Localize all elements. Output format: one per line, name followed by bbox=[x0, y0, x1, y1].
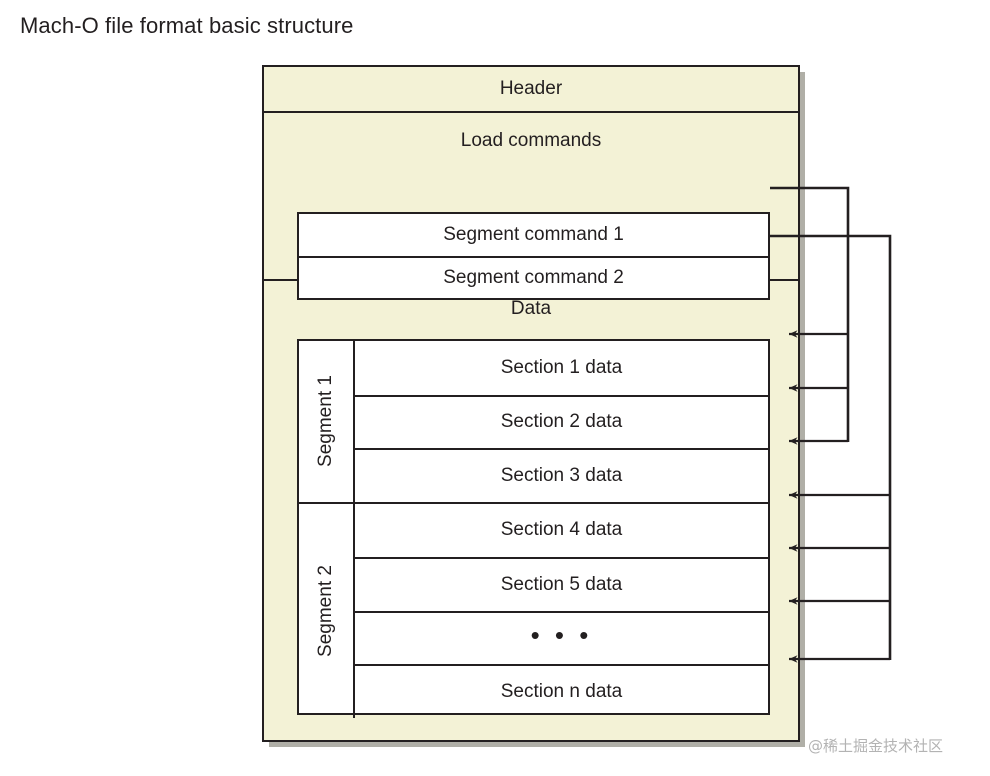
load-commands-list: Segment command 1 Segment command 2 bbox=[297, 212, 770, 300]
segment-command-row[interactable]: Segment command 1 bbox=[443, 224, 624, 245]
data-band: Data Segment 1 Section 1 data Section 2 … bbox=[264, 281, 798, 742]
segment-label-text: Segment 1 bbox=[315, 375, 336, 468]
load-commands-label: Load commands bbox=[460, 130, 602, 151]
macho-file-diagram: Header Load commands Segment command 1 S… bbox=[262, 65, 800, 742]
section-row[interactable]: Section n data bbox=[355, 664, 768, 718]
section-list: Section 1 data Section 2 data Section 3 … bbox=[355, 341, 768, 502]
header-label: Header bbox=[499, 78, 563, 99]
segment-command-row[interactable]: Segment command 2 bbox=[299, 256, 768, 298]
section-row[interactable]: Section 2 data bbox=[355, 394, 768, 449]
header-band: Header bbox=[264, 67, 798, 113]
segment-label-vertical: Segment 2 bbox=[299, 503, 355, 718]
segment-label-vertical: Segment 1 bbox=[299, 341, 355, 502]
section-row[interactable]: Section 3 data bbox=[355, 448, 768, 502]
segments-container: Segment 1 Section 1 data Section 2 data … bbox=[297, 339, 770, 718]
segment-group: Segment 1 Section 1 data Section 2 data … bbox=[299, 341, 768, 502]
section-row[interactable]: Section 5 data bbox=[355, 557, 768, 611]
section-row[interactable]: Section 4 data bbox=[500, 519, 623, 541]
section-row[interactable]: Section 1 data bbox=[500, 356, 623, 378]
section-row-ellipsis: • • • bbox=[355, 610, 768, 665]
watermark-text: @稀土掘金技术社区 bbox=[808, 737, 944, 755]
page-title: Mach-O file format basic structure bbox=[20, 13, 354, 38]
data-label: Data bbox=[510, 298, 552, 319]
segment-group: Segment 2 Section 4 data Section 5 data … bbox=[299, 501, 768, 718]
load-commands-band: Load commands Segment command 1 Segment … bbox=[264, 113, 798, 300]
segment-label-text: Segment 2 bbox=[315, 564, 336, 657]
section-list: Section 4 data Section 5 data • • • Sect… bbox=[355, 504, 768, 718]
